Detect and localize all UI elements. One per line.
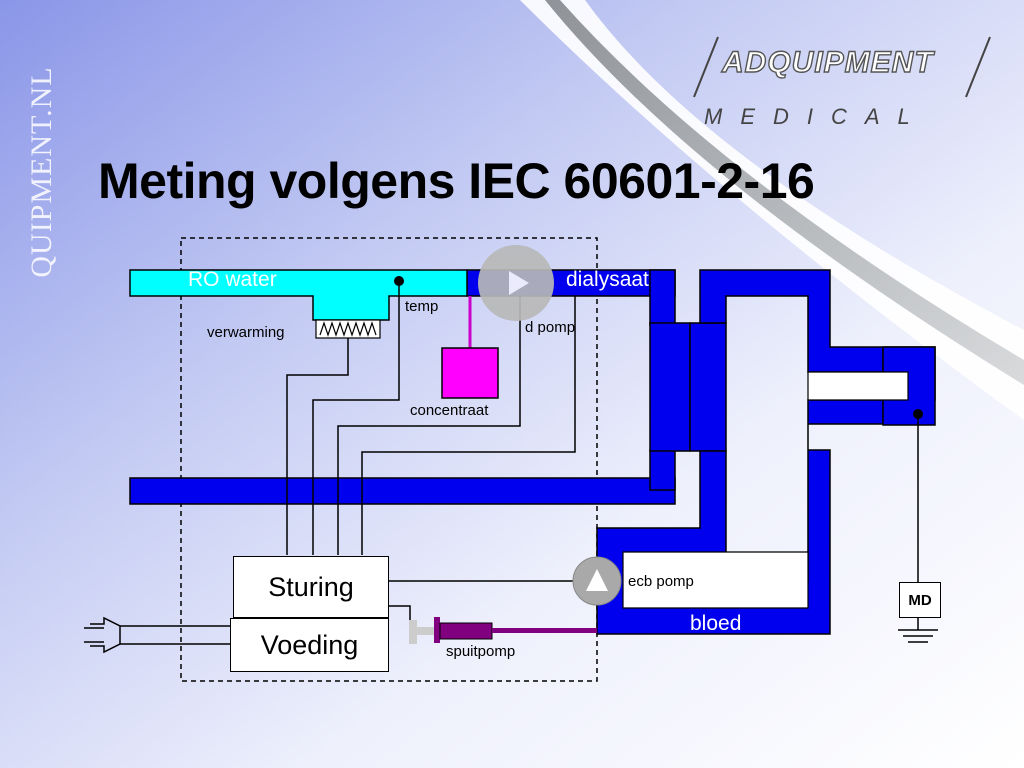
play-icon (509, 271, 529, 295)
pump-triangle-icon (572, 556, 622, 606)
concentrate-container (441, 347, 499, 399)
plug-icon (84, 616, 121, 654)
dialysate-down-channel (649, 269, 676, 326)
dialyser-right (689, 322, 727, 452)
sturing-box: Sturing (233, 556, 389, 618)
logo-subtitle: MEDICAL (704, 104, 928, 129)
logo-wordmark: ADQUIPMENT (721, 45, 934, 79)
label-temp: temp (405, 298, 439, 315)
syringe-pump (409, 617, 597, 644)
device-enclosure (180, 237, 598, 682)
ground-icon (898, 629, 938, 643)
dialyser-left (649, 322, 691, 452)
page-title: Meting volgens IEC 60601-2-16 (98, 153, 815, 209)
label-ro-water: RO water (188, 268, 277, 291)
play-button[interactable] (478, 245, 554, 321)
logo-frame (693, 36, 991, 98)
label-spuitpomp: spuitpomp (446, 643, 516, 660)
label-dialysaat: dialysaat (566, 268, 649, 291)
ro-water-channel (129, 269, 468, 321)
dialysate-outlet-riser (649, 449, 676, 491)
return-channel (129, 477, 676, 505)
label-concentraat: concentraat (410, 402, 489, 419)
label-ecb-pomp: ecb pomp (628, 573, 694, 590)
voeding-box: Voeding (230, 618, 389, 672)
label-d-pomp: d pomp (525, 319, 576, 336)
label-verwarming: verwarming (207, 324, 285, 341)
label-bloed: bloed (690, 612, 742, 635)
md-measuring-device: MD (899, 582, 941, 618)
